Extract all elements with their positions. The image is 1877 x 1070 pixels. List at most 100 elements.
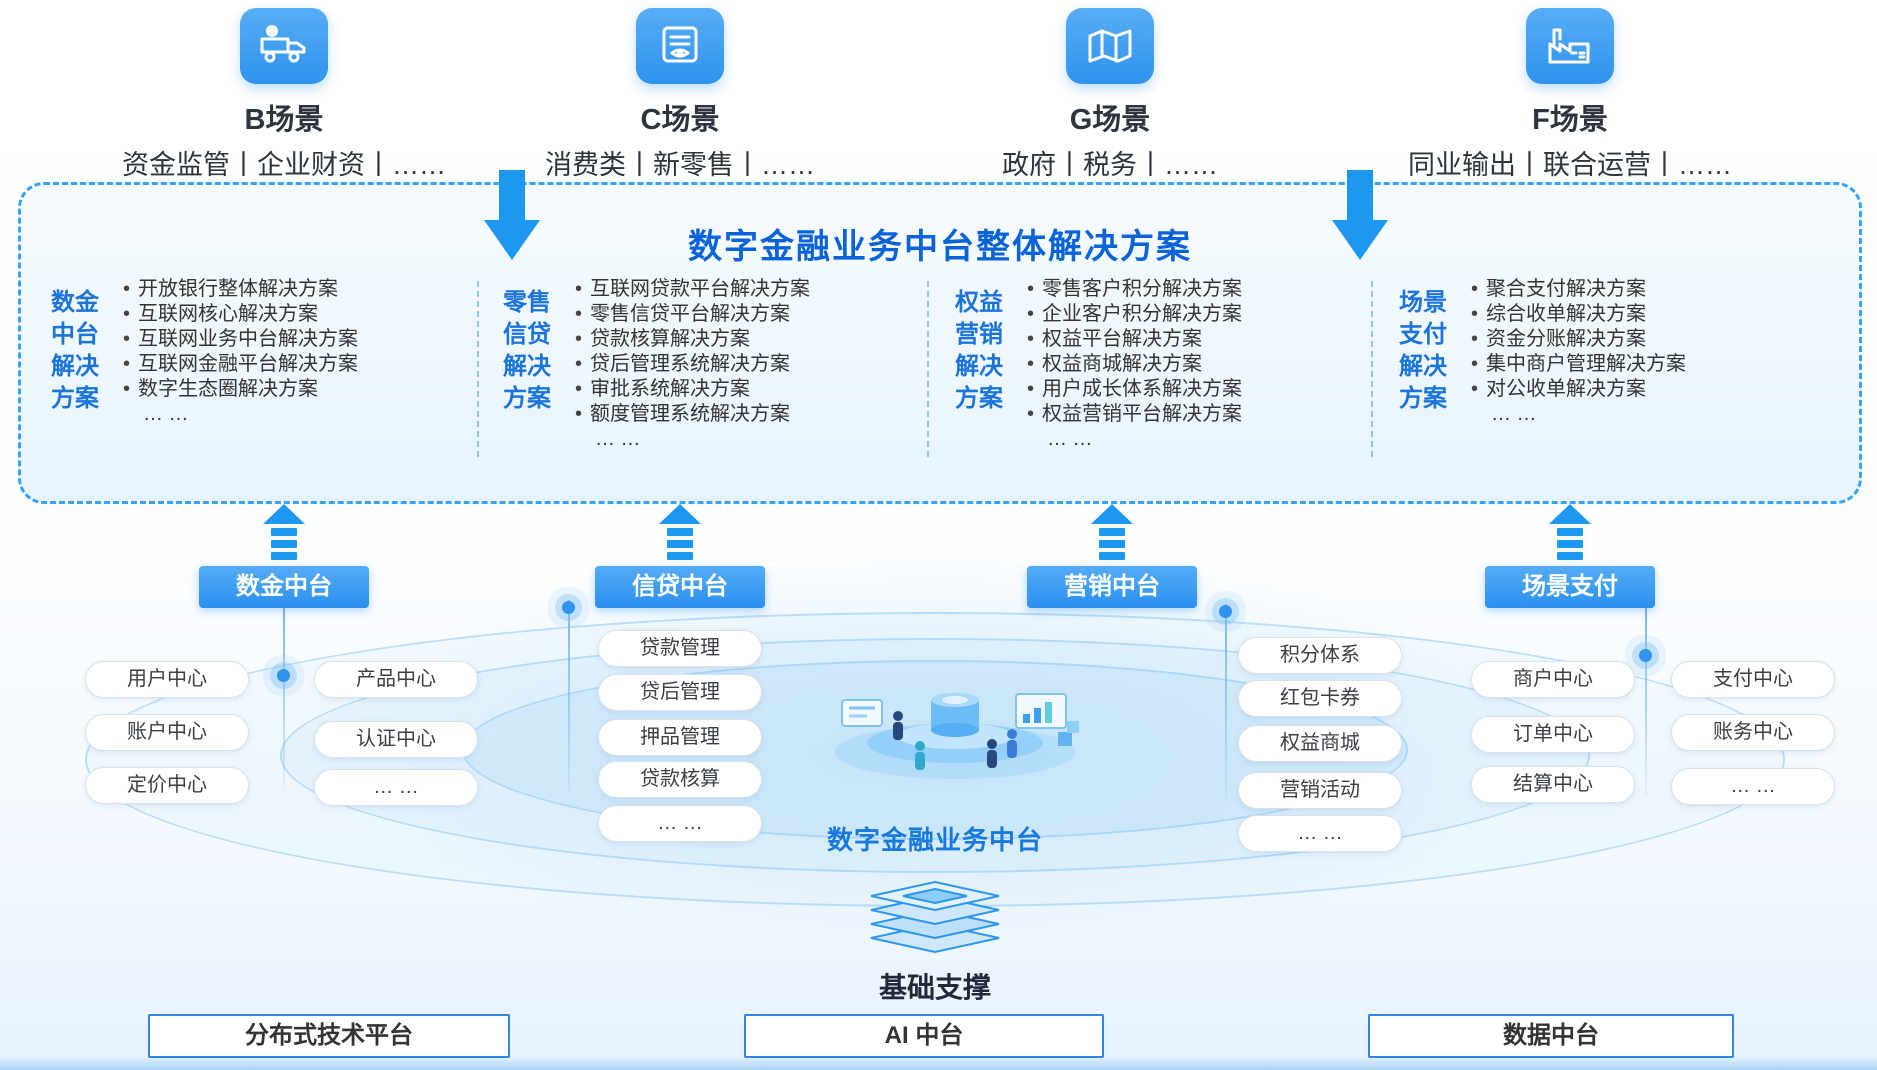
connector-dot xyxy=(1639,649,1652,662)
capability-pill: 押品管理 xyxy=(598,719,762,756)
scenario-subtitle: 消费类丨新零售丨…… xyxy=(545,150,815,180)
solution-item: 互联网金融平台解决方案 xyxy=(123,352,358,377)
scenario-c: C场景 消费类丨新零售丨…… xyxy=(470,8,890,182)
capability-pill: 贷款核算 xyxy=(598,761,762,798)
solution-item: 企业客户积分解决方案 xyxy=(1027,302,1242,327)
solution-column-digital-finance: 数金 中台 解决 方案 开放银行整体解决方案 互联网核心解决方案 互联网业务中台… xyxy=(43,277,358,427)
capability-pill: 订单中心 xyxy=(1471,716,1635,753)
column-label: 权益 营销 解决 方案 xyxy=(955,289,1003,412)
scenario-b: B场景 资金监管丨企业财资丨…… xyxy=(74,8,494,182)
solution-box-title: 数字金融业务中台整体解决方案 xyxy=(688,228,1192,266)
connector-line xyxy=(568,600,570,795)
connector-dot xyxy=(277,669,290,682)
scenario-title: C场景 xyxy=(640,104,720,136)
map-icon xyxy=(1066,8,1154,84)
solution-item: 综合收单解决方案 xyxy=(1471,302,1686,327)
connector-dot xyxy=(1219,605,1232,618)
connector-line xyxy=(1225,604,1227,799)
capability-pill: … … xyxy=(1671,768,1835,805)
factory-icon xyxy=(1526,8,1614,84)
foundation-stack-icon xyxy=(870,880,1000,954)
solution-item: 聚合支付解决方案 xyxy=(1471,277,1686,302)
solution-item-more: … … xyxy=(595,428,641,450)
solution-item: 权益营销平台解决方案 xyxy=(1027,402,1242,427)
capability-pill: 权益商城 xyxy=(1238,725,1402,762)
connector-dot xyxy=(562,601,575,614)
scenario-subtitle: 同业输出丨联合运营丨…… xyxy=(1408,150,1732,180)
solution-list: 聚合支付解决方案 综合收单解决方案 资金分账解决方案 集中商户管理解决方案 对公… xyxy=(1471,277,1686,427)
solution-column-scenario-payment: 场景 支付 解决 方案 聚合支付解决方案 综合收单解决方案 资金分账解决方案 集… xyxy=(1391,277,1686,427)
solution-list: 零售客户积分解决方案 企业客户积分解决方案 权益平台解决方案 权益商城解决方案 … xyxy=(1027,277,1242,452)
solution-column-rights-marketing: 权益 营销 解决 方案 零售客户积分解决方案 企业客户积分解决方案 权益平台解决… xyxy=(947,277,1242,452)
column-label: 零售 信贷 解决 方案 xyxy=(503,289,551,412)
solution-list: 互联网贷款平台解决方案 零售信贷平台解决方案 贷款核算解决方案 贷后管理系统解决… xyxy=(575,277,810,452)
column-divider xyxy=(477,281,479,457)
up-arrow-icon xyxy=(659,504,701,560)
solution-item: 权益平台解决方案 xyxy=(1027,327,1242,352)
capability-pill: 红包卡券 xyxy=(1238,680,1402,717)
solution-item: 贷后管理系统解决方案 xyxy=(575,352,810,377)
truck-coins-icon xyxy=(240,8,328,84)
column-divider xyxy=(1371,281,1373,457)
receipt-icon xyxy=(636,8,724,84)
capability-pill: 产品中心 xyxy=(314,661,478,698)
up-arrow-icon xyxy=(263,504,305,560)
solution-item: 审批系统解决方案 xyxy=(575,377,810,402)
platform-badge-credit: 信贷中台 xyxy=(595,566,765,608)
column-label: 场景 支付 解决 方案 xyxy=(1399,289,1447,412)
solution-item: 互联网贷款平台解决方案 xyxy=(575,277,810,302)
center-platform-label: 数字金融业务中台 xyxy=(826,825,1043,855)
capability-pill: 账户中心 xyxy=(85,714,249,751)
bottom-gradient-band xyxy=(0,1056,1877,1070)
capability-pill: … … xyxy=(314,769,478,806)
column-divider xyxy=(927,281,929,457)
scenario-f: F场景 同业输出丨联合运营丨…… xyxy=(1360,8,1780,182)
platform-badge-digital-finance: 数金中台 xyxy=(199,566,369,608)
capability-pill: 定价中心 xyxy=(85,767,249,804)
solution-item: 对公收单解决方案 xyxy=(1471,377,1686,402)
solution-column-retail-credit: 零售 信贷 解决 方案 互联网贷款平台解决方案 零售信贷平台解决方案 贷款核算解… xyxy=(495,277,810,452)
solution-item: 零售客户积分解决方案 xyxy=(1027,277,1242,302)
capability-pill: 支付中心 xyxy=(1671,661,1835,698)
down-arrow-icon xyxy=(1332,170,1388,260)
platform-badge-marketing: 营销中台 xyxy=(1027,566,1197,608)
solution-item: 互联网核心解决方案 xyxy=(123,302,358,327)
solution-item: 用户成长体系解决方案 xyxy=(1027,377,1242,402)
scenario-title: F场景 xyxy=(1532,104,1608,136)
up-arrow-icon xyxy=(1549,504,1591,560)
base-box-distributed-platform: 分布式技术平台 xyxy=(148,1014,510,1058)
solution-item: 资金分账解决方案 xyxy=(1471,327,1686,352)
solution-item: 数字生态圈解决方案 xyxy=(123,377,358,402)
capability-pill: 认证中心 xyxy=(314,721,478,758)
scenario-subtitle: 资金监管丨企业财资丨…… xyxy=(122,150,446,180)
capability-pill: 贷款管理 xyxy=(598,630,762,667)
base-box-ai-platform: AI 中台 xyxy=(744,1014,1104,1058)
middle-platform-illustration xyxy=(835,693,1079,779)
up-arrow-icon xyxy=(1091,504,1133,560)
solution-item: 贷款核算解决方案 xyxy=(575,327,810,352)
foundation-label: 基础支撑 xyxy=(878,972,991,1003)
column-label: 数金 中台 解决 方案 xyxy=(51,289,99,412)
solution-item: 开放银行整体解决方案 xyxy=(123,277,358,302)
solution-item: 额度管理系统解决方案 xyxy=(575,402,810,427)
solution-item-more: … … xyxy=(143,403,189,425)
down-arrow-icon xyxy=(484,170,540,260)
scenario-subtitle: 政府丨税务丨…… xyxy=(1002,150,1218,180)
capability-pill: … … xyxy=(598,805,762,842)
capability-pill: 账务中心 xyxy=(1671,714,1835,751)
solution-item: 权益商城解决方案 xyxy=(1027,352,1242,377)
scenario-title: G场景 xyxy=(1069,104,1151,136)
scenario-title: B场景 xyxy=(244,104,324,136)
capability-pill: 营销活动 xyxy=(1238,772,1402,809)
scenario-g: G场景 政府丨税务丨…… xyxy=(900,8,1320,182)
base-box-data-platform: 数据中台 xyxy=(1368,1014,1734,1058)
capability-pill: 贷后管理 xyxy=(598,674,762,711)
solution-item: 互联网业务中台解决方案 xyxy=(123,327,358,352)
platform-badge-scenario-payment: 场景支付 xyxy=(1485,566,1655,608)
solution-item-more: … … xyxy=(1491,403,1537,425)
solution-item: 零售信贷平台解决方案 xyxy=(575,302,810,327)
connector-line xyxy=(1645,608,1647,796)
capability-pill: 用户中心 xyxy=(85,661,249,698)
solution-item: 集中商户管理解决方案 xyxy=(1471,352,1686,377)
